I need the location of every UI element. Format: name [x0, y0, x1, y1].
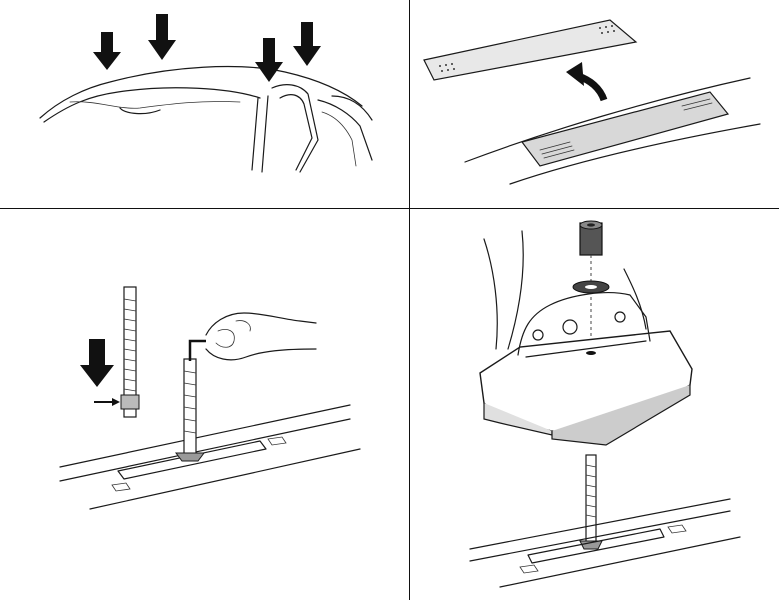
hex-key	[188, 339, 206, 361]
rear-door-frame	[317, 99, 373, 161]
rear-door-window	[321, 111, 357, 167]
slot-square-left	[111, 482, 131, 492]
down-arrow-icon	[148, 14, 176, 60]
strip-dots	[439, 25, 615, 72]
down-arrow-icon	[93, 32, 121, 70]
step-4-foot-panel	[410, 209, 779, 600]
down-arrow-icon	[293, 22, 321, 66]
hand-outline-bottom	[205, 348, 317, 361]
down-arrow-icon	[255, 38, 283, 82]
windshield-top-line	[43, 87, 261, 123]
mirror-shape	[119, 107, 161, 115]
door-curve-right	[623, 268, 647, 330]
hex-nut-icon	[579, 220, 603, 256]
rail-bottom	[89, 448, 361, 510]
bracket-hole	[614, 311, 626, 323]
foot-bracket-base	[525, 340, 647, 358]
windshield-edge	[69, 101, 241, 109]
curved-up-arrow-icon	[566, 62, 608, 102]
finger-outline	[215, 329, 235, 348]
roof-line	[39, 65, 363, 119]
door-curve-left	[483, 238, 498, 350]
right-arrow-icon	[94, 398, 120, 406]
a-pillar	[251, 97, 259, 171]
step-3-bolt-panel	[0, 209, 409, 600]
hand-outline-top	[205, 312, 317, 336]
car-roof-illustration	[39, 14, 373, 173]
bracket-hole	[532, 329, 544, 341]
a-pillar-inner	[261, 95, 269, 173]
pad-hatching	[539, 98, 713, 159]
threaded-bolt-loose	[120, 286, 140, 418]
roof-pad	[520, 91, 730, 167]
rail-slot	[527, 528, 665, 564]
slot-square-left	[519, 564, 539, 574]
bolt-hole	[586, 351, 596, 355]
roof-foot	[479, 292, 693, 446]
washer-icon	[572, 280, 610, 294]
rail-bottom	[499, 536, 741, 588]
step-1-roof-panel	[0, 0, 409, 208]
rail-slot	[117, 440, 267, 480]
step-2-strip-panel	[410, 0, 779, 208]
rail-top-1	[59, 404, 351, 468]
bolt-insertion-illustration	[59, 286, 361, 510]
rail-top-2	[59, 418, 351, 482]
down-arrow-icon	[80, 339, 114, 387]
roof-rail-bottom	[509, 123, 761, 185]
rail-top-2	[469, 510, 731, 562]
foot-bracket	[517, 292, 651, 356]
foot-assembly-illustration	[469, 220, 741, 588]
horizontal-divider	[0, 208, 779, 209]
roof-rail-top	[464, 77, 751, 163]
rail-top-1	[469, 498, 731, 550]
finger-outline	[235, 320, 251, 332]
vertical-divider	[409, 0, 410, 600]
door-window-front	[279, 94, 313, 171]
bracket-hole	[562, 319, 578, 335]
adhesive-strip-illustration	[423, 19, 761, 185]
lifted-strip	[423, 19, 638, 81]
rear-roof-edge	[331, 95, 373, 121]
threaded-bolt-installed	[175, 358, 205, 462]
door-frame-front	[271, 84, 319, 173]
threaded-bolt-installed	[579, 454, 603, 550]
slot-square-right	[667, 524, 687, 534]
door-curve-inner	[507, 230, 524, 350]
slot-square-right	[267, 436, 287, 446]
